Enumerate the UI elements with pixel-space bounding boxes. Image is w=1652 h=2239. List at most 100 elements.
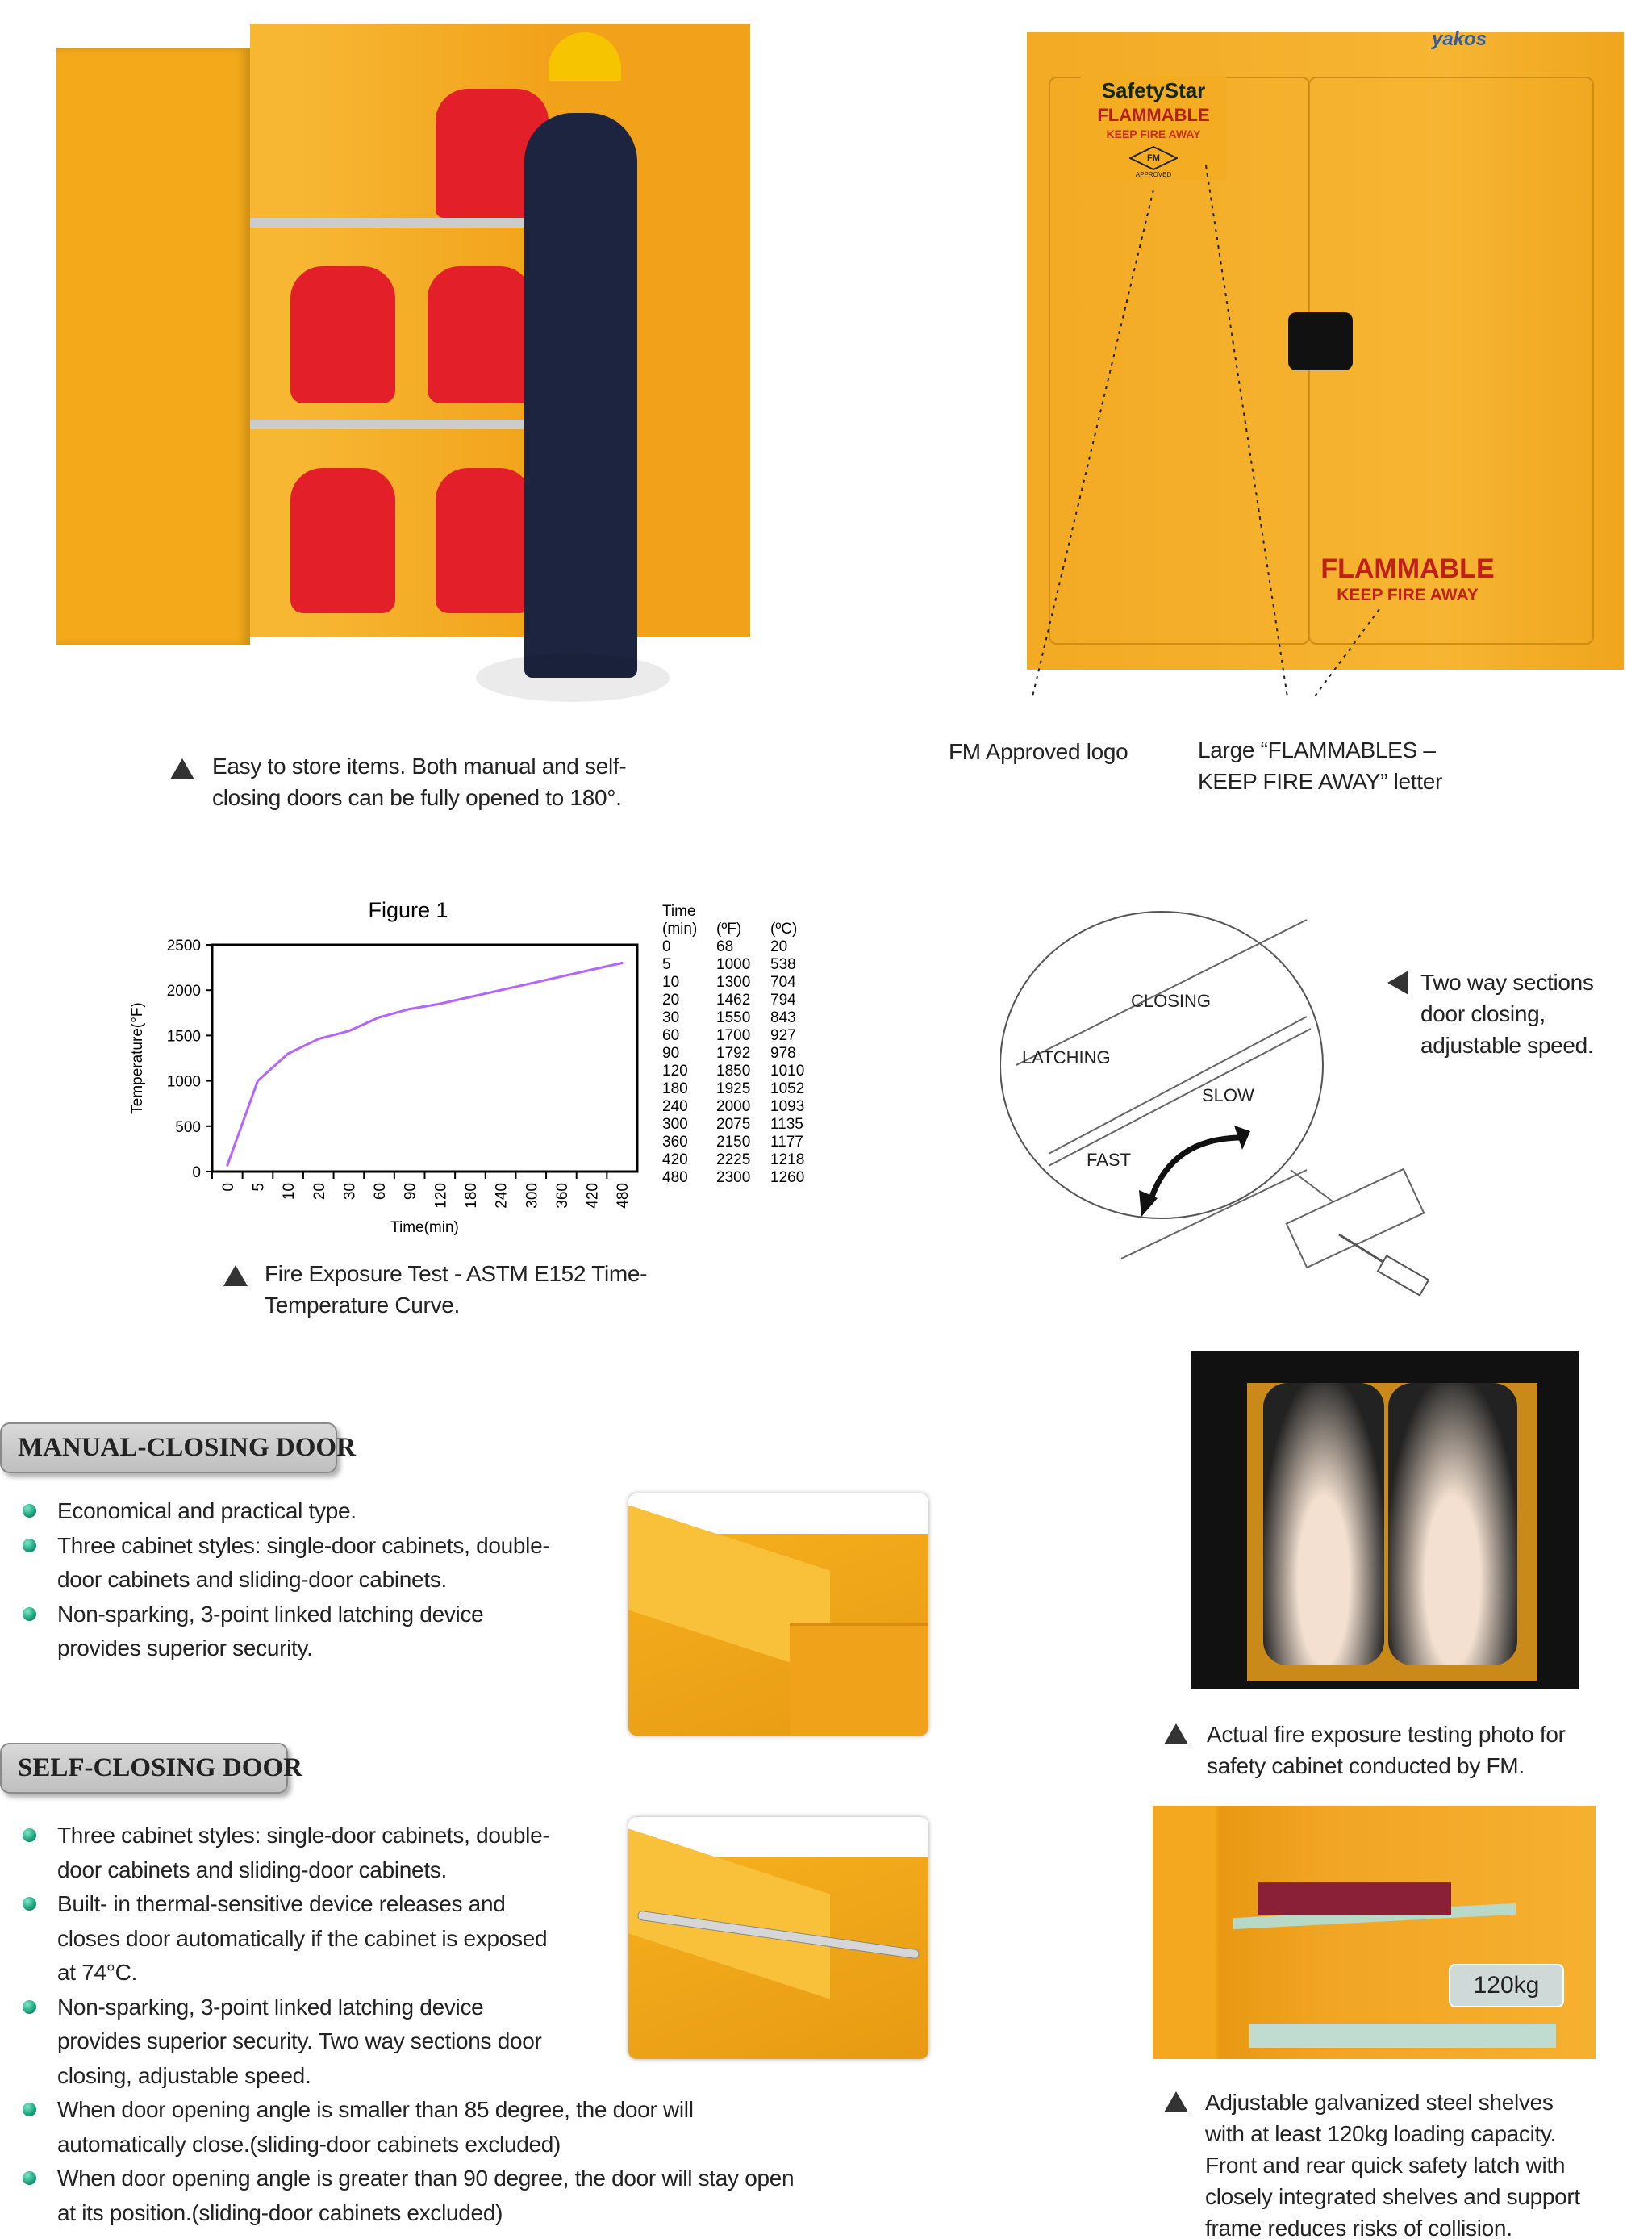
callout-lines — [1031, 165, 1380, 698]
caption-line: Actual fire exposure testing photo for — [1207, 1722, 1566, 1747]
data-point — [378, 1016, 381, 1019]
door-handle — [1288, 312, 1353, 370]
callout-line: Large “FLAMMABLES – — [1198, 737, 1436, 762]
table-cell: 927 — [770, 1027, 796, 1044]
table-cell: 1000 — [716, 956, 750, 973]
table-cell: 20 — [662, 992, 679, 1009]
bullet-item: Non-sparking, 3-point linked latching de… — [0, 1598, 621, 1666]
self-door-photo — [628, 1817, 928, 2059]
table-cell: 843 — [770, 1009, 796, 1026]
data-point — [408, 1008, 411, 1011]
bullet-line: Three cabinet styles: single-door cabine… — [57, 1532, 550, 1558]
data-point — [469, 996, 472, 999]
big-flammable-label: FLAMMABLE KEEP FIRE AWAY — [1315, 553, 1500, 606]
data-point — [590, 968, 594, 971]
caption-triangle-icon — [1164, 2091, 1188, 2112]
table-cell: 10 — [662, 974, 679, 991]
table-header: (ºF) — [716, 921, 741, 938]
manual-closing-header: MANUAL-CLOSING DOOR — [0, 1422, 356, 1473]
bullet-item: Three cabinet styles: single-door cabine… — [0, 1819, 928, 1887]
x-axis-label: Time(min) — [390, 1219, 459, 1236]
caption-line: closing doors can be fully opened to 180… — [212, 785, 622, 810]
slow-label: SLOW — [1202, 1085, 1254, 1105]
x-tick-label: 180 — [463, 1183, 480, 1209]
caption-line: frame reduces risks of collision. — [1205, 2216, 1512, 2239]
table-cell: 180 — [662, 1080, 688, 1097]
approved-mark: APPROVED — [1135, 171, 1172, 178]
bullet-dot-icon — [23, 1897, 36, 1911]
x-tick-label: 480 — [615, 1183, 632, 1209]
table-cell: 2300 — [716, 1169, 750, 1186]
table-cell: 1925 — [716, 1080, 750, 1097]
table-cell: 1218 — [770, 1151, 804, 1168]
data-point — [256, 1080, 259, 1083]
data-point — [317, 1038, 320, 1041]
table-cell: 794 — [770, 992, 796, 1009]
temperature-series-line — [226, 962, 623, 1166]
table-header: Time — [662, 903, 696, 920]
y-axis-label: Temperature(°F) — [129, 1002, 146, 1114]
big-flammable-line: FLAMMABLE — [1320, 553, 1495, 584]
flammable-small: FLAMMABLE — [1097, 105, 1210, 125]
table-cell: 60 — [662, 1027, 679, 1044]
closed-cabinet-photo: yakos SafetyStar FLAMMABLE KEEP FIRE AWA… — [1024, 28, 1637, 698]
brand-name: SafetyStar — [1101, 78, 1206, 102]
caption-line: adjustable speed. — [1420, 1033, 1594, 1058]
table-cell: 20 — [770, 938, 787, 955]
self-bullet-list: Three cabinet styles: single-door cabine… — [0, 1819, 928, 2230]
table-cell: 1300 — [716, 974, 750, 991]
bullet-line: provides superior security. Two way sect… — [57, 2028, 542, 2053]
x-tick-label: 60 — [372, 1183, 389, 1200]
x-tick-label: 10 — [281, 1183, 298, 1200]
caption-line: Easy to store items. Both manual and sel… — [212, 754, 627, 779]
bullet-item: Non-sparking, 3-point linked latching de… — [0, 1990, 928, 2094]
bullet-line: automatically close.(sliding-door cabine… — [57, 2131, 561, 2157]
table-cell: 1850 — [716, 1063, 750, 1080]
fm-approved-callout: FM Approved logo — [949, 739, 1128, 764]
fm-approved-logo: FM — [1129, 146, 1178, 170]
bullet-line: Economical and practical type. — [57, 1498, 357, 1523]
caption-triangle-icon — [170, 758, 194, 779]
bullet-line: at its position.(sliding-door cabinets e… — [57, 2199, 503, 2225]
shelf-photo: 120kg — [1153, 1806, 1596, 2059]
y-tick-label: 2000 — [167, 983, 201, 1000]
bullet-dot-icon — [23, 2171, 36, 2185]
y-tick-label: 1000 — [167, 1074, 201, 1091]
x-tick-label: 300 — [524, 1183, 540, 1209]
shelf-caption: Adjustable galvanized steel shelves with… — [1205, 2087, 1580, 2239]
caption-line: door closing, — [1420, 1001, 1546, 1026]
bullet-item: Economical and practical type. — [0, 1494, 621, 1529]
table-header: (ºC) — [770, 921, 797, 938]
table-cell: 120 — [662, 1063, 688, 1080]
bullet-item: When door opening angle is greater than … — [0, 2162, 928, 2230]
table-cell: 2150 — [716, 1134, 750, 1151]
self-closing-header: SELF-CLOSING DOOR — [0, 1743, 302, 1794]
data-point — [499, 988, 503, 992]
data-point — [226, 1163, 229, 1167]
table-cell: 0 — [662, 938, 671, 955]
caption-triangle-icon — [1164, 1723, 1188, 1744]
latching-label: LATCHING — [1022, 1047, 1111, 1067]
bullet-item: When door opening angle is smaller than … — [0, 2093, 928, 2162]
table-cell: 1550 — [716, 1009, 750, 1026]
table-cell: 360 — [662, 1134, 688, 1151]
chart-title: Figure 1 — [368, 898, 448, 922]
caption-triangle-icon — [223, 1265, 248, 1286]
bullet-dot-icon — [23, 1504, 36, 1518]
table-cell: 1792 — [716, 1045, 750, 1062]
caption-line: Two way sections — [1420, 970, 1594, 995]
bullet-line: closing, adjustable speed. — [57, 2062, 311, 2088]
fire-photo-caption: Actual fire exposure testing photo for s… — [1207, 1719, 1566, 1782]
table-cell: 978 — [770, 1045, 796, 1062]
table-cell: 1010 — [770, 1063, 804, 1080]
bullet-line: closes door automatically if the cabinet… — [57, 1925, 548, 1951]
bullet-line: When door opening angle is greater than … — [57, 2166, 795, 2191]
x-tick-label: 360 — [554, 1183, 571, 1209]
data-point — [286, 1052, 290, 1055]
bullet-dot-icon — [23, 1538, 36, 1552]
callout-line: KEEP FIRE AWAY” letter — [1198, 769, 1443, 794]
large-letter-callout: Large “FLAMMABLES – KEEP FIRE AWAY” lett… — [1198, 734, 1442, 797]
table-cell: 2000 — [716, 1098, 750, 1115]
